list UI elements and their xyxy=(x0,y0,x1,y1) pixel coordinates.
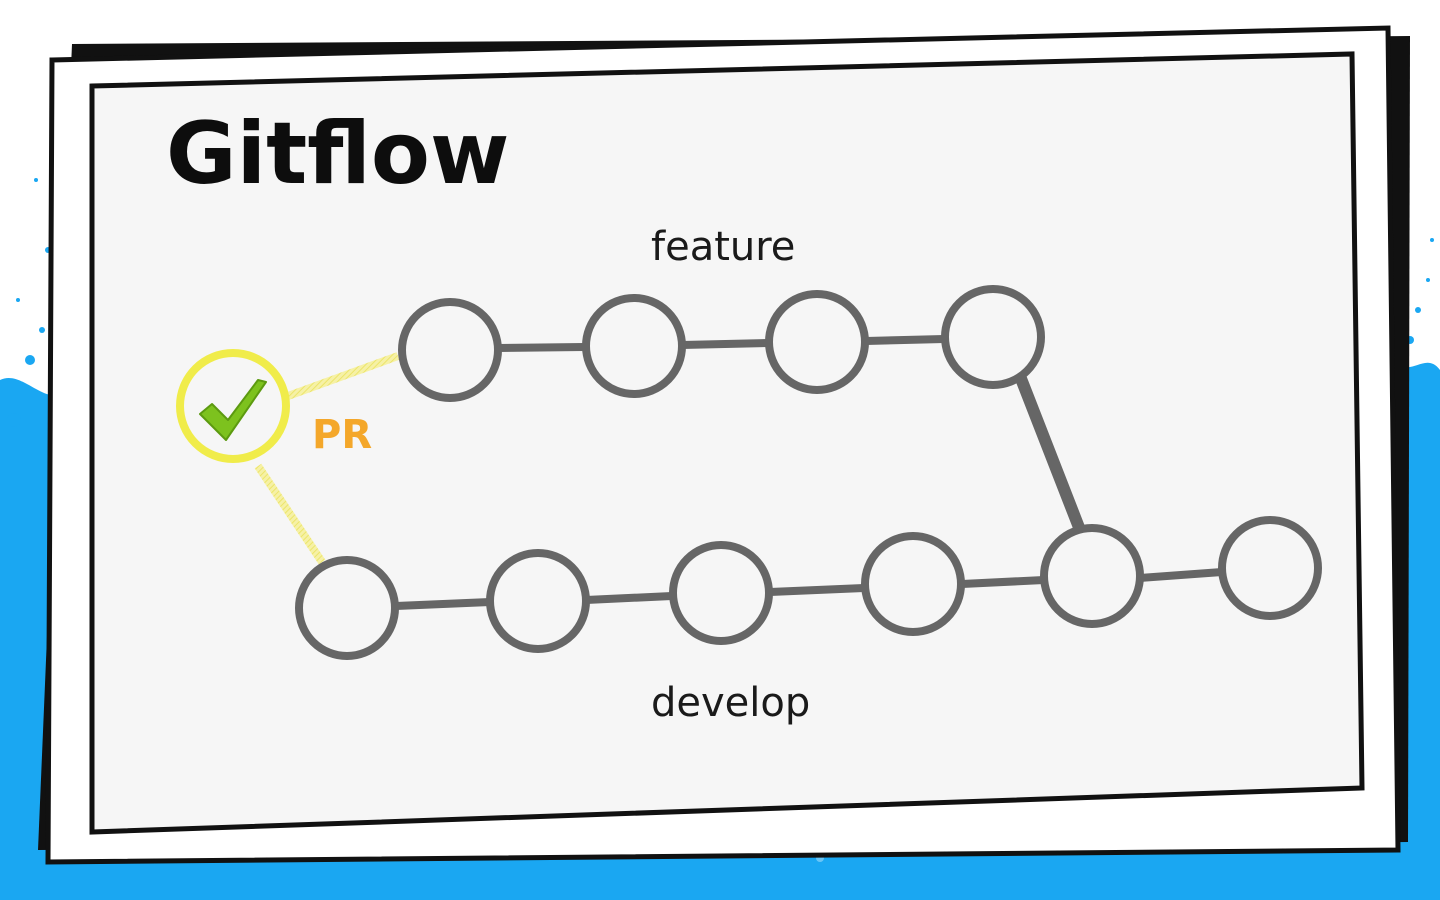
develop-commit xyxy=(1040,524,1144,628)
checkmark-icon xyxy=(199,379,267,441)
feature-edge xyxy=(862,335,948,345)
develop-edge xyxy=(582,592,676,604)
pr-connector-feature xyxy=(286,352,400,400)
merge-edge xyxy=(1014,370,1086,536)
feature-branch-label: feature xyxy=(651,224,795,270)
develop-branch-commits xyxy=(295,516,1322,660)
develop-edge xyxy=(1136,568,1226,582)
feature-commit xyxy=(398,298,502,402)
pr-connector-develop xyxy=(254,463,326,565)
develop-commit xyxy=(861,532,965,636)
develop-edge xyxy=(392,598,494,610)
feature-commit xyxy=(582,294,686,398)
develop-commit xyxy=(1218,516,1322,620)
pr-ring xyxy=(176,349,290,463)
develop-branch-edges xyxy=(392,568,1226,610)
page-title: Gitflow xyxy=(166,104,509,204)
pr-label: PR xyxy=(312,412,372,458)
develop-edge xyxy=(766,584,868,596)
feature-edge xyxy=(678,339,772,349)
develop-commit xyxy=(295,556,399,660)
develop-commit xyxy=(669,541,773,645)
feature-branch-edges xyxy=(494,335,948,352)
develop-branch-label: develop xyxy=(651,680,810,726)
feature-edge xyxy=(494,343,588,352)
pr-connectors xyxy=(254,352,400,565)
feature-commit xyxy=(765,290,869,394)
pr-approval-node xyxy=(176,349,290,463)
feature-commit xyxy=(941,285,1045,389)
feature-branch-commits xyxy=(398,285,1045,402)
develop-edge xyxy=(958,576,1048,588)
develop-commit xyxy=(486,549,590,653)
